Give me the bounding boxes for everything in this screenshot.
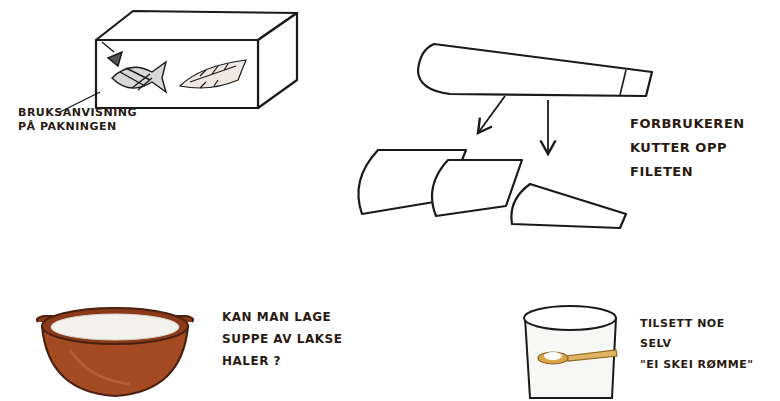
spoon-bowl	[538, 352, 568, 364]
fillet-tail-line	[620, 70, 626, 95]
handwritten-note: BRUKSANVISNING PÅ PAKNINGEN	[18, 106, 128, 134]
cut-arrow	[478, 96, 505, 133]
fillet-lines	[190, 64, 236, 88]
handwritten-note: KAN MAN LAGE SUPPE AV LAKSE HALER ?	[222, 306, 350, 372]
spoon-cream	[544, 352, 562, 360]
soup-bowl	[37, 308, 193, 396]
bowl-soup	[51, 314, 179, 340]
box-side	[258, 13, 297, 108]
knife-handle	[102, 42, 114, 52]
bowl-highlight	[70, 350, 130, 384]
box-front	[96, 40, 258, 108]
spoon-handle	[566, 350, 617, 361]
fillet-on-box	[180, 60, 246, 88]
cut-arrow	[547, 100, 549, 154]
fillet-pieces	[358, 150, 626, 228]
fish-drawing	[102, 42, 166, 92]
package-box	[96, 11, 297, 108]
fish-hatching	[120, 68, 152, 90]
handwritten-note: "EI SKEI RØMME"	[640, 355, 770, 375]
sour-cream-cup	[524, 306, 617, 398]
fish-body	[112, 62, 166, 92]
bowl-rim	[42, 308, 188, 344]
cup-rim	[524, 306, 616, 330]
fillet-drawing	[180, 60, 246, 88]
knife-drawing	[108, 52, 122, 66]
salmon-fillet	[418, 44, 652, 96]
fillet-piece	[432, 160, 522, 216]
fillet-piece	[511, 184, 626, 228]
handwritten-note: TILSETT NOE SELV	[640, 314, 736, 354]
handwritten-note: FORBRUKEREN KUTTER OPP FILETEN	[630, 112, 748, 184]
